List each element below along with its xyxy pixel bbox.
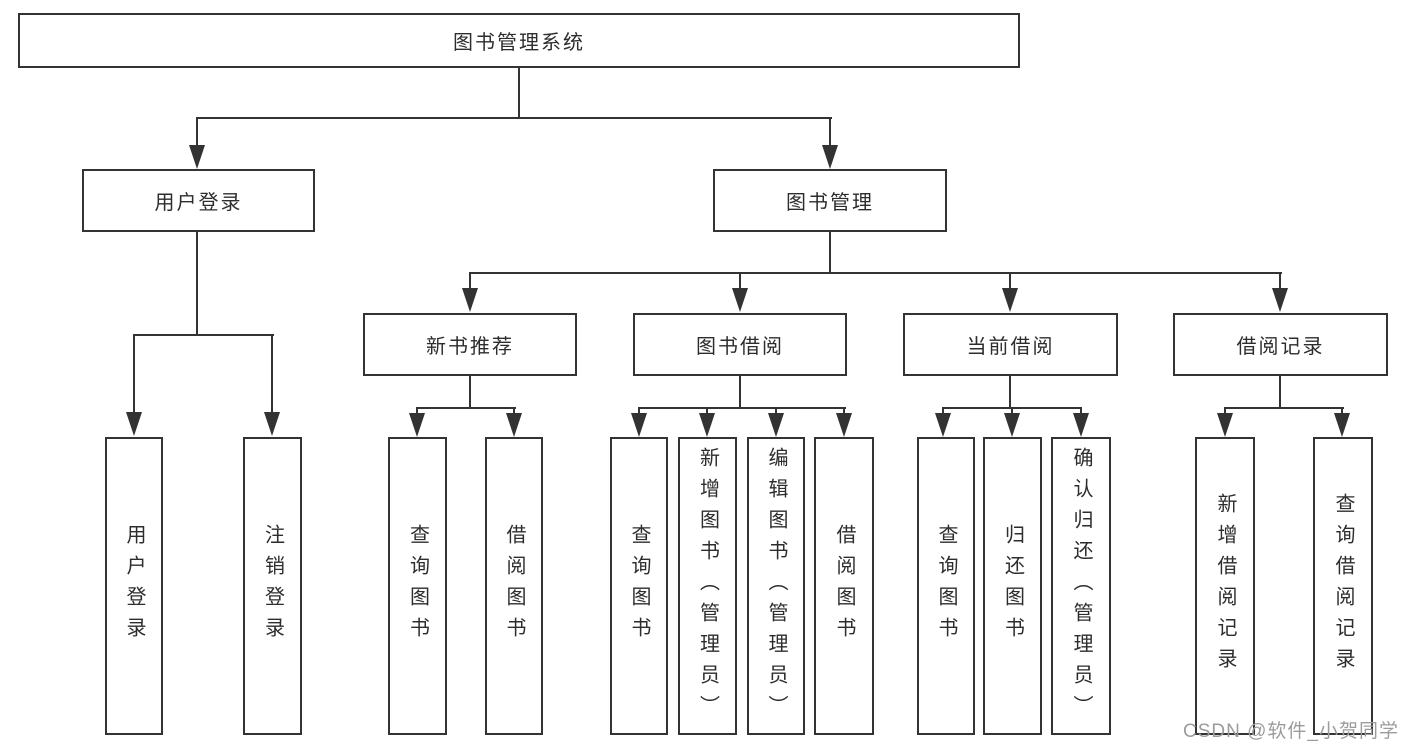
connector-leaf-drop bbox=[942, 407, 944, 416]
arrow-to-current-borrow bbox=[1002, 288, 1018, 312]
connector-l3-drop bbox=[739, 272, 741, 290]
leaf-confirm-return-admin: 确认归还（管理员） bbox=[1051, 437, 1111, 735]
connector-book-borrow-stem bbox=[739, 375, 741, 409]
connector-leaf-drop bbox=[1341, 407, 1343, 416]
leaf-add-borrow-record: 新增借阅记录 bbox=[1195, 437, 1255, 735]
node-user-login: 用户登录 bbox=[82, 169, 315, 232]
leaf-user-login: 用户登录 bbox=[105, 437, 163, 735]
connector-records-bar bbox=[1224, 407, 1344, 409]
csdn-watermark: CSDN @软件_小贺同学 bbox=[1183, 721, 1399, 742]
arrow-to-new-book-recommend bbox=[462, 288, 478, 312]
leaf-query-books-borrow: 查询图书 bbox=[610, 437, 668, 735]
connector-book-mgmt-stem bbox=[829, 231, 831, 274]
arrow-to-user-login bbox=[189, 145, 205, 169]
arrow-to-borrow-records bbox=[1272, 288, 1288, 312]
leaf-logout: 注销登录 bbox=[243, 437, 302, 735]
node-book-borrow: 图书借阅 bbox=[633, 313, 847, 376]
arrow-to-leaf bbox=[1217, 413, 1233, 437]
arrow-to-leaf bbox=[1004, 413, 1020, 437]
connector-leaf-drop bbox=[416, 407, 418, 416]
node-book-management: 图书管理 bbox=[713, 169, 947, 232]
connector-leaf-drop bbox=[271, 334, 273, 414]
connector-user-login-bar bbox=[133, 334, 274, 336]
arrow-to-book-mgmt bbox=[822, 145, 838, 169]
connector-leaf-drop bbox=[706, 407, 708, 416]
connector-leaf-drop bbox=[1224, 407, 1226, 416]
connector-book-mgmt-drop bbox=[829, 117, 831, 147]
arrow-to-leaf bbox=[1334, 413, 1350, 437]
arrow-to-book-borrow bbox=[732, 288, 748, 312]
arrow-to-leaf bbox=[409, 413, 425, 437]
arrow-to-leaf bbox=[1073, 413, 1089, 437]
connector-records-stem bbox=[1279, 375, 1281, 409]
arrow-to-leaf bbox=[836, 413, 852, 437]
leaf-borrow-books: 借阅图书 bbox=[814, 437, 874, 735]
arrow-to-leaf bbox=[699, 413, 715, 437]
node-current-borrow: 当前借阅 bbox=[903, 313, 1118, 376]
connector-leaf-drop bbox=[1080, 407, 1082, 416]
leaf-query-borrow-record: 查询借阅记录 bbox=[1313, 437, 1373, 735]
arrow-to-leaf bbox=[768, 413, 784, 437]
connector-l3-drop bbox=[1009, 272, 1011, 290]
connector-recommend-stem bbox=[469, 375, 471, 409]
node-root-library-system: 图书管理系统 bbox=[18, 13, 1020, 68]
connector-leaf-drop bbox=[1011, 407, 1013, 416]
arrow-to-leaf bbox=[631, 413, 647, 437]
connector-user-login-drop bbox=[196, 117, 198, 147]
node-new-book-recommend: 新书推荐 bbox=[363, 313, 577, 376]
connector-root-stem bbox=[518, 67, 520, 118]
connector-book-borrow-bar bbox=[638, 407, 846, 409]
arrow-to-leaf-logout bbox=[264, 412, 280, 436]
arrow-to-leaf bbox=[935, 413, 951, 437]
leaf-return-book: 归还图书 bbox=[983, 437, 1042, 735]
leaf-edit-book-admin: 编辑图书（管理员） bbox=[747, 437, 805, 735]
connector-leaf-drop bbox=[513, 407, 515, 416]
connector-l3-drop bbox=[1279, 272, 1281, 290]
connector-leaf-drop bbox=[638, 407, 640, 416]
connector-current-borrow-stem bbox=[1009, 375, 1011, 409]
leaf-add-book-admin: 新增图书（管理员） bbox=[678, 437, 737, 735]
connector-user-login-stem bbox=[196, 231, 198, 336]
node-borrow-records: 借阅记录 bbox=[1173, 313, 1388, 376]
arrow-to-leaf bbox=[506, 413, 522, 437]
connector-leaf-drop bbox=[775, 407, 777, 416]
connector-l3-drop bbox=[469, 272, 471, 290]
leaf-query-books-current: 查询图书 bbox=[917, 437, 975, 735]
connector-level2-bar bbox=[196, 117, 832, 119]
connector-leaf-drop bbox=[843, 407, 845, 416]
arrow-to-leaf-user-login bbox=[126, 412, 142, 436]
connector-level3-bar bbox=[469, 272, 1282, 274]
connector-leaf-drop bbox=[133, 334, 135, 414]
leaf-borrow-books-recommend: 借阅图书 bbox=[485, 437, 543, 735]
leaf-query-books-recommend: 查询图书 bbox=[388, 437, 447, 735]
connector-recommend-bar bbox=[416, 407, 516, 409]
